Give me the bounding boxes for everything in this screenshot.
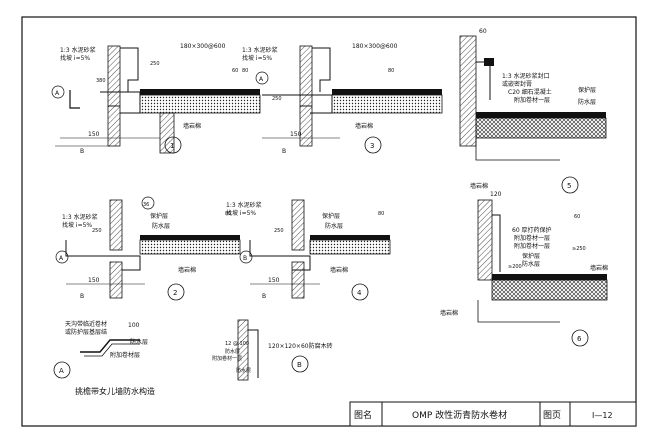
detail-b-note-spacing: 12 @ 100 xyxy=(225,341,249,347)
detail-a-waterproof: 防水层 xyxy=(130,338,148,346)
detail-3-number: 3 xyxy=(370,142,374,150)
detail-a-number: A xyxy=(59,367,64,375)
detail-4-dim-150: 150 xyxy=(268,277,280,284)
detail-2-wall-label: 墙岩棉 xyxy=(178,266,196,274)
detail-6-rock-label: 墙岩棉 xyxy=(440,309,458,317)
detail-a-note-1: 天沟带临近卷材 xyxy=(65,320,107,328)
detail-5-note-seal: 1:3 水泥砂浆封口 xyxy=(502,72,550,80)
detail-4: 4 1:3 水泥砂浆 找坡 i=5% 保护层 防水层 B 150 250 80 … xyxy=(226,199,391,301)
detail-1-axis-b: B xyxy=(80,148,84,155)
detail-2-ref-36: 36 xyxy=(143,202,149,208)
detail-b: B 120×120×60防腐木砖 12 @ 100 防水层 附加卷材一层 防水层 xyxy=(212,319,333,381)
detail-6-note-protect: 60 厚打药保护 xyxy=(512,226,552,234)
detail-2-mortar: 1:3 水泥砂浆 xyxy=(62,213,98,221)
detail-6-protect: 保护层 xyxy=(522,252,540,260)
detail-4-wall-label: 墙岩棉 xyxy=(330,266,348,274)
group-caption: 挑檐带女儿墙防水构造 xyxy=(75,386,155,396)
detail-a: A 天沟带临近卷材 或防护层基层结 100 防水层 附加卷材层 xyxy=(53,320,148,379)
detail-6-note-attach: 附加卷材一层 xyxy=(514,234,550,242)
title-page-label: 图页 xyxy=(543,410,561,421)
detail-3-dim-150: 150 xyxy=(290,131,302,138)
detail-4-dim-80: 80 xyxy=(378,211,384,217)
detail-b-waterproof: 防水层 xyxy=(236,367,251,374)
detail-2-axis-b: B xyxy=(80,293,84,300)
detail-3-callout-a: A xyxy=(259,76,264,83)
detail-5-waterproof: 防水层 xyxy=(578,98,596,106)
page-number: Ⅰ—12 xyxy=(592,411,613,420)
detail-b-number: B xyxy=(297,361,302,369)
detail-2: 2 1:3 水泥砂浆 找坡 i=5% 保护层 防水层 A 150 250 80 … xyxy=(55,196,241,301)
detail-4-mortar: 1:3 水泥砂浆 xyxy=(226,201,262,209)
detail-4-axis-b: B xyxy=(262,293,266,300)
detail-1-dim-380: 380 xyxy=(96,78,106,84)
detail-6-dim-120: 120 xyxy=(490,191,502,198)
detail-1-dim-80: 80 xyxy=(242,68,248,74)
detail-2-protect: 保护层 xyxy=(150,212,168,220)
detail-5-note-paste: 或嵌密封膏 xyxy=(502,80,532,88)
detail-2-callout-a: A xyxy=(59,255,64,262)
drawing-title: OMP 改性沥青防水卷材 xyxy=(412,409,507,421)
detail-5-dim-60: 60 xyxy=(479,28,487,35)
detail-3-note: 180×300@600 xyxy=(352,43,398,50)
detail-1-mortar: 1:3 水泥砂浆 xyxy=(60,46,96,54)
detail-3-wall-label: 墙岩棉 xyxy=(355,122,373,130)
detail-3-slope: 找坡 i=5% xyxy=(242,54,272,62)
detail-6-dim-250: ≥250 xyxy=(572,246,586,252)
detail-5-wall-label: 墙岩棉 xyxy=(470,182,488,190)
detail-1-wall-label: 墙岩棉 xyxy=(183,122,201,130)
detail-1-number: 1 xyxy=(170,142,174,150)
detail-6-dim-200: ≥200 xyxy=(508,264,522,270)
sheet-border xyxy=(21,16,637,427)
detail-6-number: 6 xyxy=(577,335,582,343)
detail-a-note-2: 或防护层基层结 xyxy=(65,328,107,336)
detail-5-number: 5 xyxy=(567,182,571,190)
detail-a-attach: 附加卷材层 xyxy=(110,351,140,359)
detail-2-dim-80: 80 xyxy=(225,211,231,217)
detail-5: 5 60 1:3 水泥砂浆封口 或嵌密封膏 C20 细石混凝土 附加卷材一层 保… xyxy=(459,28,607,194)
detail-3-axis-b: B xyxy=(282,148,286,155)
detail-1-dim-250: 250 xyxy=(150,61,160,67)
detail-4-number: 4 xyxy=(357,289,362,297)
detail-5-note-concrete: C20 细石混凝土 xyxy=(508,88,552,96)
detail-1-note: 180×300@600 xyxy=(180,43,226,50)
detail-1: 1 1:3 水泥砂浆 找坡 i=5% 180×300@600 A 150 250… xyxy=(51,43,261,155)
detail-b-attach: 附加卷材一层 xyxy=(212,355,242,362)
detail-4-dim-250: 250 xyxy=(274,228,284,234)
detail-4-slope: 找坡 i=5% xyxy=(226,209,256,217)
detail-b-note-wood: 120×120×60防腐木砖 xyxy=(268,342,333,350)
detail-6-wall-label: 墙岩棉 xyxy=(590,264,608,272)
detail-2-dim-150: 150 xyxy=(88,277,100,284)
detail-3: 3 1:3 水泥砂浆 找坡 i=5% 180×300@600 A 150 250… xyxy=(242,43,443,155)
detail-3-dim-250: 250 xyxy=(272,96,282,102)
detail-1-slope: 找坡 i=5% xyxy=(60,54,90,62)
title-block: 图名 OMP 改性沥青防水卷材 图页 Ⅰ—12 xyxy=(349,401,637,427)
detail-b-note-waterproof: 防水层 xyxy=(225,348,240,355)
title-name-label: 图名 xyxy=(354,409,372,421)
detail-1-dim-60: 60 xyxy=(232,68,238,74)
detail-4-waterproof: 防水层 xyxy=(325,222,343,230)
detail-1-callout-a: A xyxy=(55,90,60,97)
detail-4-protect: 保护层 xyxy=(322,212,340,220)
detail-5-note-attach: 附加卷材一层 xyxy=(514,96,550,104)
detail-6-dim-60: 60 xyxy=(574,214,580,220)
detail-3-mortar: 1:3 水泥砂浆 xyxy=(242,46,278,54)
detail-6-note-attach-2: 附加卷材一层 xyxy=(514,242,550,250)
detail-a-dim-100: 100 xyxy=(128,322,140,329)
detail-6-waterproof: 防水层 xyxy=(522,260,540,268)
detail-5-protect: 保护层 xyxy=(578,86,596,94)
detail-2-slope: 找坡 i=5% xyxy=(62,221,92,229)
detail-2-dim-250: 250 xyxy=(92,228,102,234)
detail-2-waterproof: 防水层 xyxy=(152,222,170,230)
detail-3-dim-80: 80 xyxy=(388,68,394,74)
detail-4-callout-b: B xyxy=(243,255,247,262)
detail-1-dim-150: 150 xyxy=(88,131,100,138)
detail-2-number: 2 xyxy=(173,289,177,297)
detail-6: 6 120 60 ≥250 ≥200 60 厚打药保护 附加卷材一层 附加卷材一… xyxy=(440,191,608,347)
